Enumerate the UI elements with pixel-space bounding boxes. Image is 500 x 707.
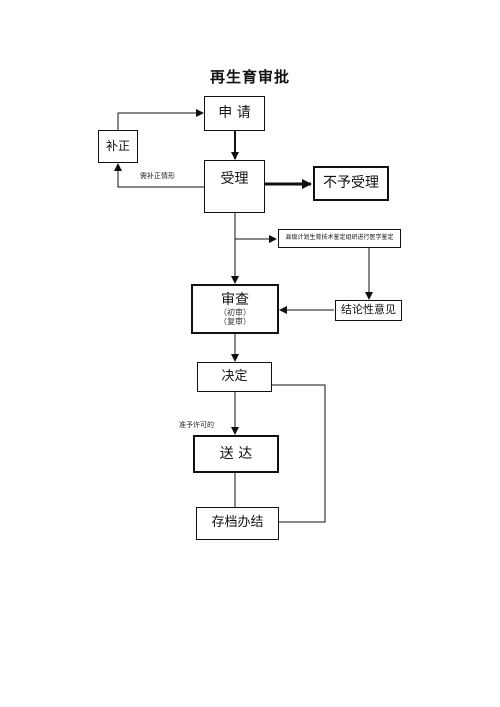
- arrow-accept-to-correct: [114, 163, 204, 188]
- conclusion-box: 结论性意见: [335, 300, 402, 321]
- deliver-box: 送 达: [193, 435, 279, 473]
- decide-box: 决定: [197, 362, 272, 392]
- reject-box: 不予受理: [313, 166, 389, 201]
- need-correct-note: 需补正情形: [140, 172, 175, 180]
- review-box: 审查 （初审） （复审）: [191, 284, 279, 334]
- apply-box: 申 请: [204, 96, 265, 131]
- review-second-label: （复审）: [219, 317, 251, 327]
- conclusion-label: 结论性意见: [341, 303, 396, 317]
- page-title: 再生育审批: [209, 68, 290, 86]
- accept-label: 受理: [220, 171, 249, 188]
- correct-label: 补正: [105, 138, 130, 153]
- appraisal-label: 县级计划生育技术鉴定组织进行医学鉴定: [285, 234, 394, 242]
- arrow-correct-to-apply: [117, 109, 204, 130]
- line-decide-to-archive: [272, 384, 326, 523]
- reject-label: 不予受理: [323, 175, 379, 192]
- review-label: 审查: [221, 291, 249, 308]
- archive-box: 存档办结: [196, 507, 279, 540]
- deliver-label: 送 达: [219, 445, 253, 462]
- archive-label: 存档办结: [211, 515, 264, 531]
- decide-label: 决定: [221, 368, 248, 384]
- approve-note: 准予许可的: [179, 421, 214, 429]
- appraisal-box: 县级计划生育技术鉴定组织进行医学鉴定: [278, 229, 401, 248]
- accept-box: 受理: [204, 160, 265, 213]
- apply-label: 申 请: [218, 105, 251, 122]
- review-first-label: （初审）: [219, 307, 251, 317]
- correct-box: 补正: [98, 130, 138, 163]
